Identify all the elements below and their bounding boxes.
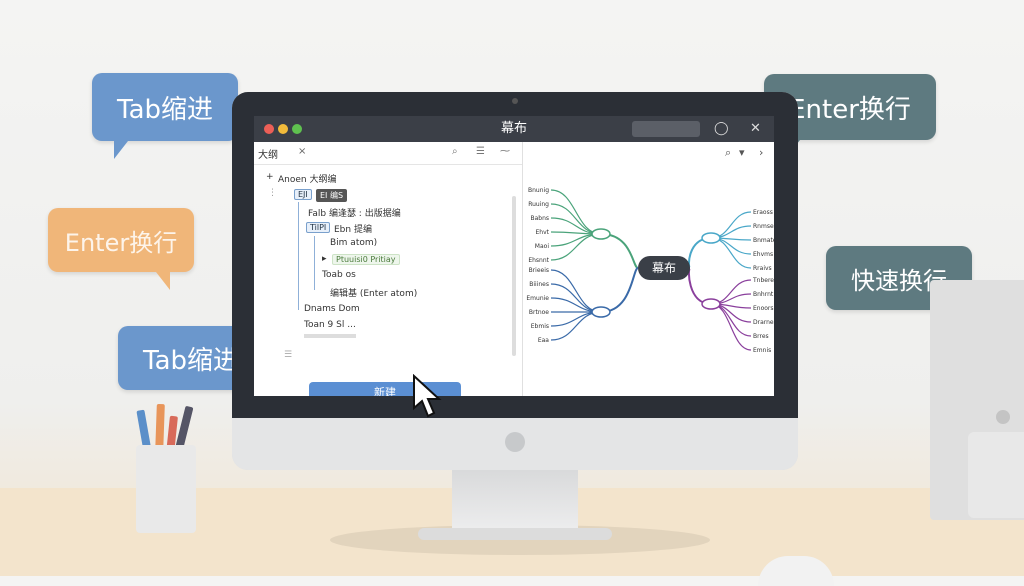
chevron-right-icon[interactable]: ›: [759, 146, 764, 159]
mindmap-upper-left-label[interactable]: Ruuing: [528, 201, 549, 208]
tab-outline[interactable]: 大纲: [258, 150, 278, 161]
mindmap-upper-left-edge: [550, 189, 602, 235]
title-bar: 幕布 ◯ ✕: [254, 116, 774, 142]
search-icon[interactable]: ⌕: [725, 146, 732, 159]
mindmap-upper-left-hub[interactable]: [591, 228, 611, 240]
mindmap-upper-left-label[interactable]: Bnunig: [528, 187, 549, 194]
mindmap-lower-right-label[interactable]: Bnhrnt: [753, 291, 774, 298]
sync-icon[interactable]: ◯: [714, 121, 729, 136]
outline-chip[interactable]: EJI: [294, 189, 312, 200]
outline-add-row[interactable]: [304, 334, 356, 338]
outline-item[interactable]: Falb 编逢瑟 : 出版据编: [308, 209, 401, 219]
window-title: 幕布: [500, 121, 527, 136]
pencil-cup: [136, 445, 196, 533]
mindmap-upper-right-label[interactable]: Ehvms: [753, 251, 773, 258]
close-window-icon[interactable]: [264, 124, 274, 134]
mindmap-lower-right-hub[interactable]: [701, 298, 721, 310]
app-window: 幕布 ◯ ✕ 大纲 × ⌕ ☰ ⁓ + Anoen 大纲编 ⋮ EJI EI 编…: [254, 116, 774, 396]
tab-close-icon[interactable]: ×: [298, 146, 307, 157]
monitor-logo-icon: [505, 432, 525, 452]
mindmap-upper-left-label[interactable]: Ehvt: [536, 229, 550, 236]
more-icon[interactable]: ⁓: [500, 146, 510, 157]
camera-icon: [512, 98, 518, 104]
editor-scrollbar[interactable]: [512, 196, 516, 356]
titlebar-search-field[interactable]: [632, 121, 700, 137]
bubble-text: Tab缩进: [116, 94, 213, 125]
cabinet-knob: [996, 410, 1010, 424]
outline-item[interactable]: Toan 9 Sl ...: [304, 320, 356, 330]
mindmap-lower-left-label[interactable]: Eaa: [538, 337, 549, 344]
tab-indent-bubble: Tab缩进: [92, 73, 238, 159]
chevron-down-icon[interactable]: ▾: [739, 146, 745, 159]
mindmap-lower-left-label[interactable]: Ebmis: [531, 323, 549, 330]
mindmap-upper-left-trunk: [600, 233, 639, 269]
outline-item-prefix: ▸: [322, 254, 327, 264]
mindmap-upper-right-label[interactable]: Eraoss: [753, 209, 773, 216]
mindmap-upper-right-label[interactable]: Rraivs: [753, 265, 772, 272]
mindmap-center-node[interactable]: 幕布: [638, 256, 690, 280]
mindmap-upper-left-edge: [550, 233, 602, 261]
outline-chip-selected[interactable]: EI 编S: [316, 189, 348, 202]
mindmap-lower-left-trunk: [600, 267, 639, 313]
mindmap-upper-left-label[interactable]: Babns: [530, 215, 549, 222]
outline-editor: 大纲 × ⌕ ☰ ⁓ + Anoen 大纲编 ⋮ EJI EI 编S Falb …: [254, 142, 523, 396]
mouse-cursor-icon: [413, 374, 442, 418]
mindmap-lower-right-edge: [710, 303, 752, 351]
mindmap-lower-left-label[interactable]: Brieeis: [529, 267, 549, 274]
outline-chip[interactable]: TilPI: [306, 222, 331, 233]
mindmap-upper-right-label[interactable]: Bnmate: [753, 237, 774, 244]
monitor-foot: [418, 528, 612, 540]
minimize-window-icon[interactable]: [278, 124, 288, 134]
bubble-text: Tab缩进: [142, 345, 239, 376]
outline-item[interactable]: Bim atom): [330, 238, 378, 248]
mindmap-lower-left-label[interactable]: Brtnoe: [529, 309, 549, 316]
mindmap-lower-right-label[interactable]: Tnbere: [752, 277, 774, 284]
mindmap-lower-right-edge: [710, 303, 752, 337]
mindmap-lower-left-hub[interactable]: [591, 306, 611, 318]
mindmap-lower-left-label[interactable]: Biiines: [529, 281, 549, 288]
tab-divider: [254, 164, 522, 165]
maximize-window-icon[interactable]: [292, 124, 302, 134]
enter-line-bubble-left: Enter换行: [48, 208, 194, 290]
outline-chip[interactable]: Ptuuisi0 Pritiay: [332, 254, 400, 265]
monitor-chin: [232, 418, 798, 470]
outline-item[interactable]: Toab os: [322, 270, 356, 280]
indent-guide: [298, 202, 299, 310]
mindmap-lower-right-label[interactable]: Drarnes: [753, 319, 774, 326]
outline-root-arrow[interactable]: +: [266, 172, 274, 182]
bubble-text: Enter换行: [789, 94, 911, 125]
outline-root[interactable]: Anoen 大纲编: [278, 175, 337, 185]
bubble-text: Enter换行: [64, 228, 178, 257]
mindmap-upper-left-label[interactable]: Ehsnnt: [528, 257, 549, 264]
mindmap-upper-left-label[interactable]: Maoi: [535, 243, 550, 250]
mindmap-upper-right-hub[interactable]: [701, 232, 721, 244]
monitor-stand: [452, 468, 578, 534]
mindmap-lower-right-label[interactable]: Enoors: [753, 305, 774, 312]
list-icon[interactable]: ☰: [476, 146, 485, 157]
format-icon[interactable]: ⌕: [452, 146, 458, 157]
outline-footer-icon: ☰: [284, 350, 293, 360]
cabinet-door: [968, 432, 1024, 518]
mindmap-upper-right-label[interactable]: Rnmse: [753, 223, 774, 230]
outline-item[interactable]: 编辑基 (Enter atom): [330, 289, 418, 299]
outline-item[interactable]: Ebn 提编: [334, 225, 372, 235]
close-icon[interactable]: ✕: [750, 121, 761, 136]
mindmap-lower-right-label[interactable]: Emnis: [753, 347, 771, 354]
mindmap-lower-right-label[interactable]: Brres: [753, 333, 769, 340]
outline-item[interactable]: Dnams Dom: [304, 304, 360, 314]
mindmap-lower-left-edge: [550, 269, 602, 313]
outline-bullet: ⋮: [268, 188, 277, 198]
mindmap-lower-left-label[interactable]: Emunie: [526, 295, 549, 302]
indent-guide: [314, 236, 315, 290]
